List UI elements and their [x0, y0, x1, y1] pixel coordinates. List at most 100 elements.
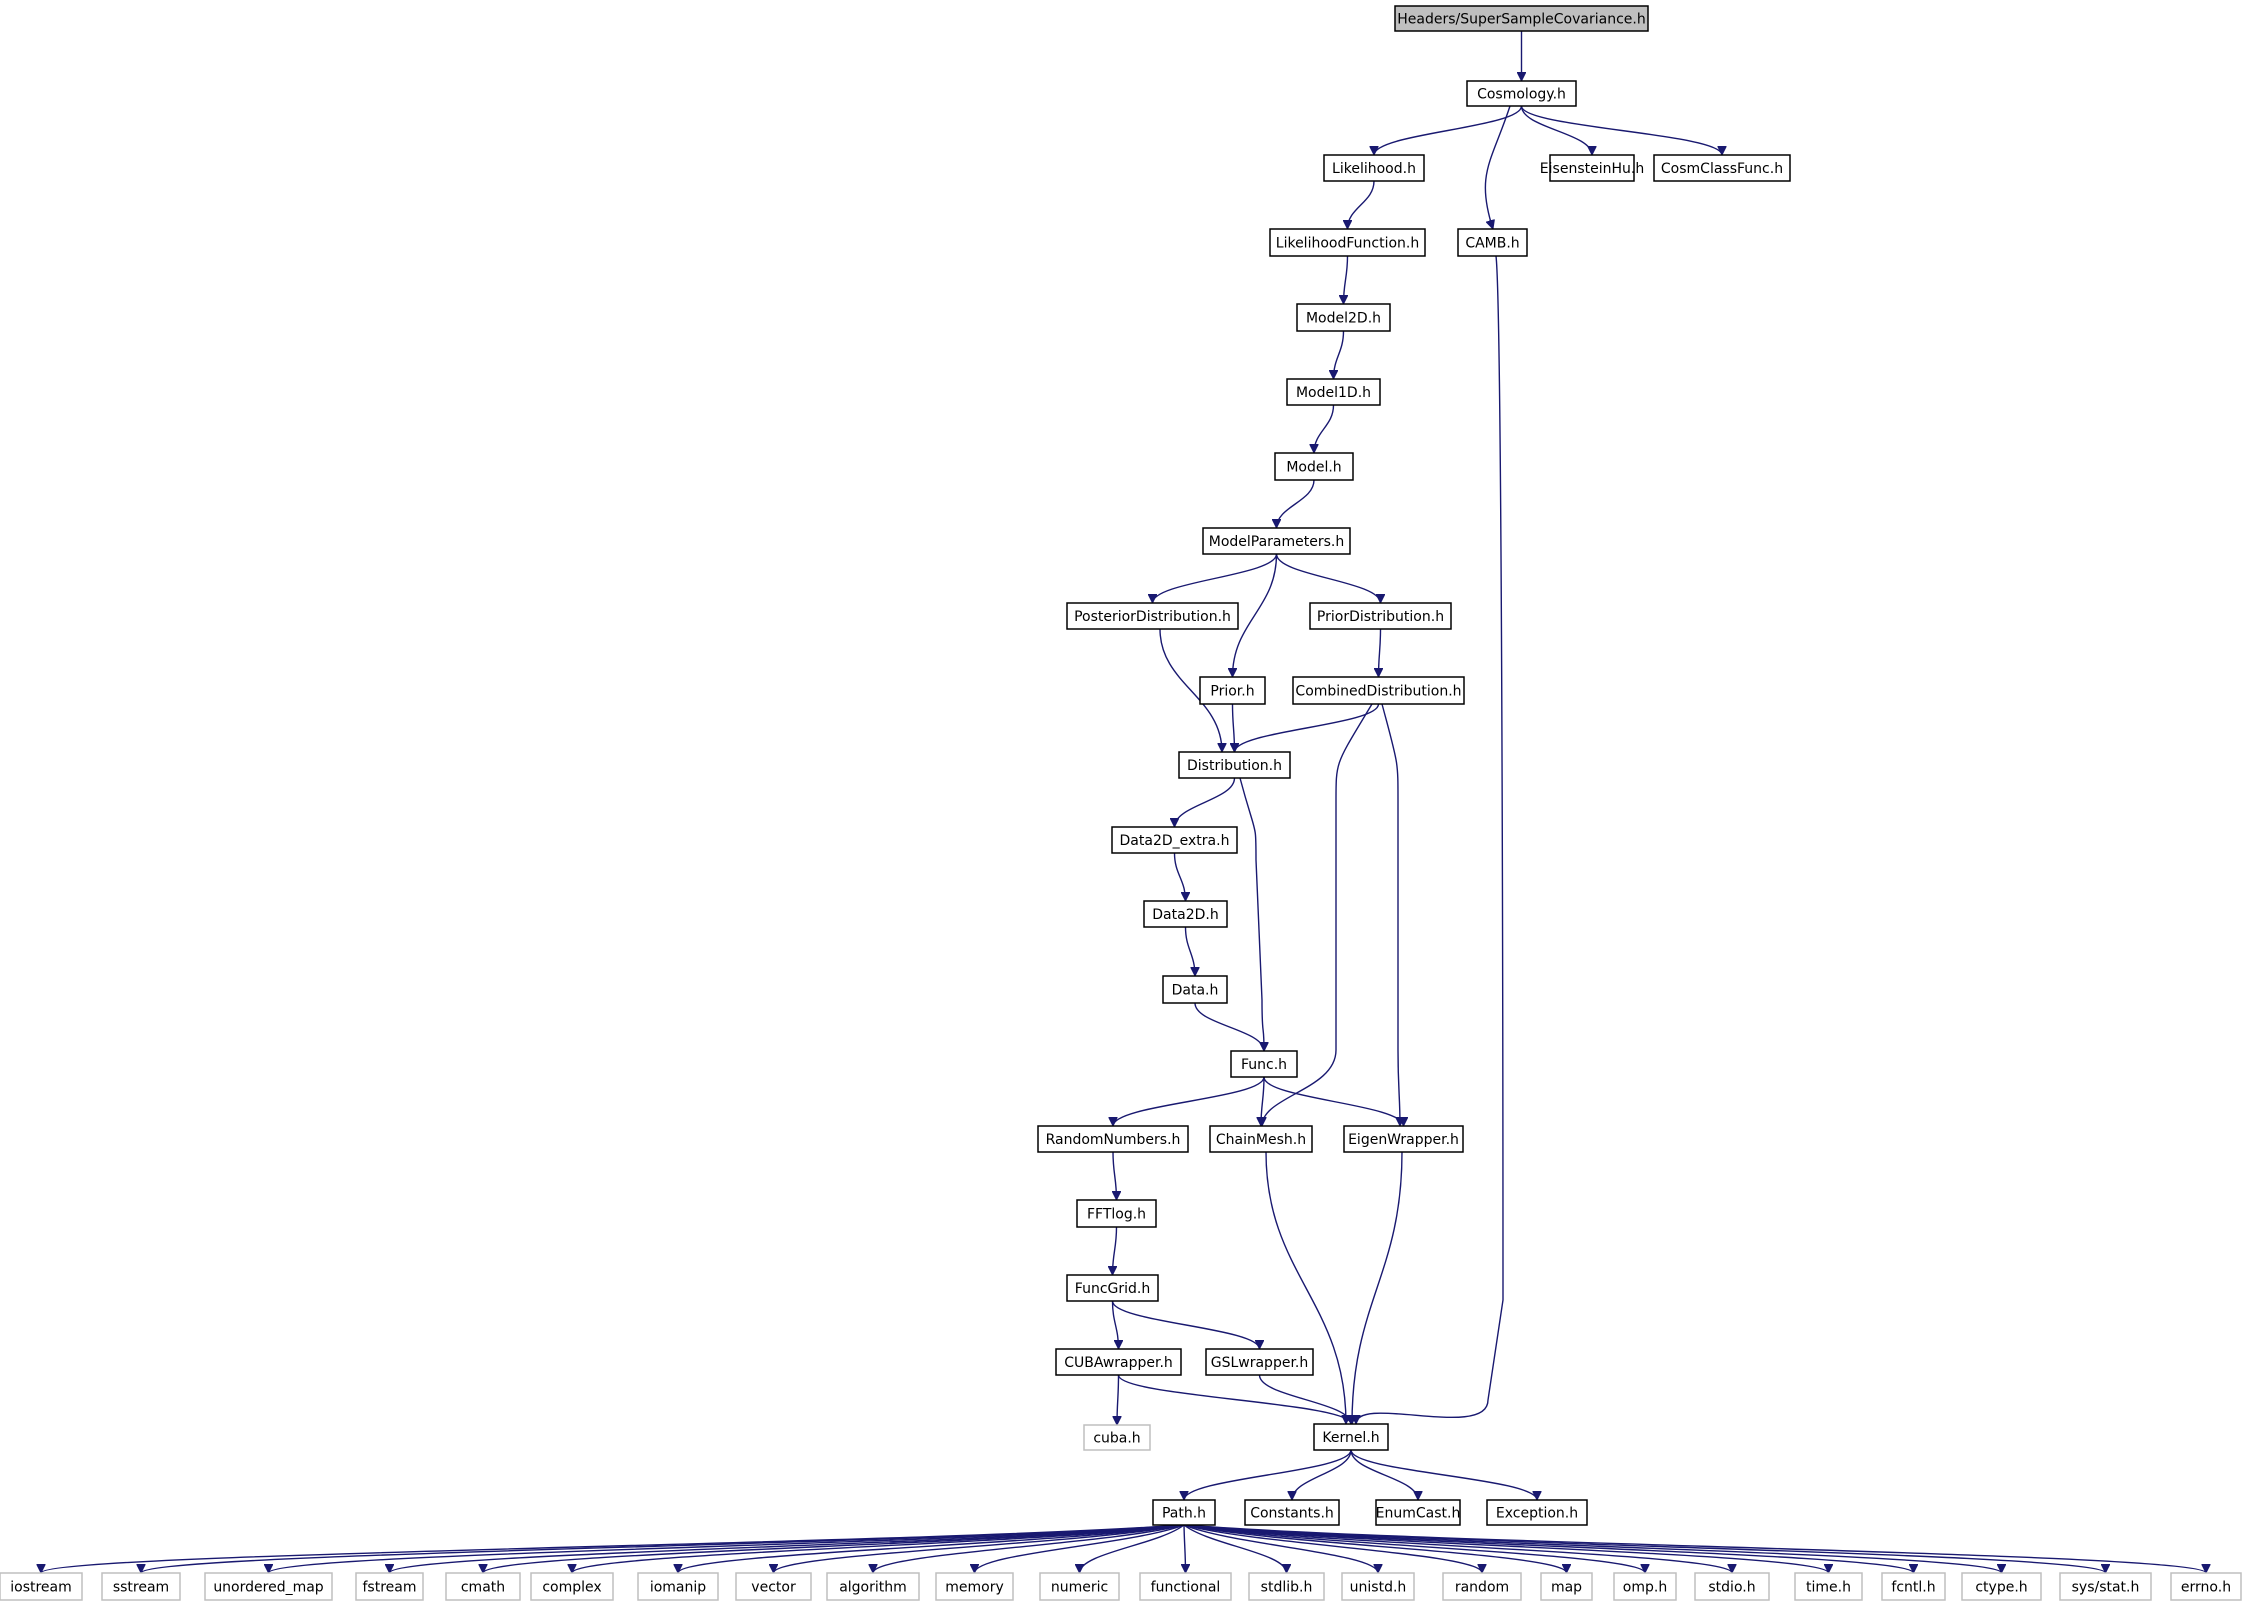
node-box [1152, 1499, 1216, 1526]
node-box [1076, 1199, 1157, 1228]
node-camb[interactable]: CAMB.h [1457, 228, 1528, 257]
node-label: Prior.h [1210, 684, 1254, 700]
node-stdio[interactable]: stdio.h [1694, 1572, 1770, 1601]
node-box [1794, 1572, 1863, 1601]
node-cubawrapper[interactable]: CUBAwrapper.h [1055, 1348, 1182, 1376]
node-likelihood[interactable]: Likelihood.h [1323, 154, 1425, 182]
node-functional[interactable]: functional [1139, 1572, 1232, 1601]
node-cmath[interactable]: cmath [445, 1572, 521, 1601]
node-constants[interactable]: Constants.h [1244, 1499, 1340, 1526]
node-label: FFTlog.h [1087, 1207, 1146, 1223]
node-root[interactable]: Headers/SuperSampleCovariance.h [1394, 5, 1649, 32]
node-iostream[interactable]: iostream [0, 1572, 83, 1601]
node-funcgrid[interactable]: FuncGrid.h [1066, 1274, 1159, 1302]
edge-funcgrid-to-cubawrapper [1111, 1300, 1119, 1349]
node-box [101, 1572, 181, 1601]
node-kernel[interactable]: Kernel.h [1313, 1423, 1389, 1451]
node-label: Path.h [1162, 1506, 1206, 1522]
edges-layer [41, 30, 2206, 1574]
node-box [1313, 1423, 1389, 1451]
node-box [1549, 154, 1635, 182]
node-label: random [1455, 1580, 1509, 1596]
node-distribution[interactable]: Distribution.h [1178, 751, 1291, 779]
node-gslwrapper[interactable]: GSLwrapper.h [1205, 1348, 1314, 1376]
node-label: sstream [113, 1580, 169, 1596]
node-label: CombinedDistribution.h [1295, 684, 1461, 700]
edge-modelparameters-to-posteriordistribution [1153, 553, 1278, 604]
node-map[interactable]: map [1540, 1572, 1593, 1601]
edge-eigenwrapper-to-kernel [1352, 1151, 1403, 1424]
node-fftlog[interactable]: FFTlog.h [1076, 1199, 1157, 1228]
node-stdlib[interactable]: stdlib.h [1248, 1572, 1325, 1601]
node-errno[interactable]: errno.h [2170, 1572, 2242, 1601]
node-unistd[interactable]: unistd.h [1341, 1572, 1415, 1601]
node-vector[interactable]: vector [735, 1572, 812, 1601]
edge-cubawrapper-to-kernel [1117, 1374, 1352, 1425]
node-path[interactable]: Path.h [1152, 1499, 1216, 1526]
node-priordistribution[interactable]: PriorDistribution.h [1309, 602, 1452, 630]
edge-likelihood-to-likelihoodfunction [1348, 180, 1375, 230]
node-prior[interactable]: Prior.h [1199, 676, 1266, 705]
node-box [1442, 1572, 1522, 1601]
node-sstream[interactable]: sstream [101, 1572, 181, 1601]
node-label: Func.h [1241, 1057, 1287, 1073]
node-data2d[interactable]: Data2D.h [1143, 900, 1228, 928]
node-label: fstream [363, 1580, 417, 1596]
node-fstream[interactable]: fstream [355, 1572, 424, 1601]
node-complex[interactable]: complex [530, 1572, 614, 1601]
node-eigenwrapper[interactable]: EigenWrapper.h [1343, 1125, 1464, 1153]
node-cosmology[interactable]: Cosmology.h [1466, 80, 1577, 107]
node-box [935, 1572, 1014, 1601]
edge-distribution-to-data2d_extra [1175, 777, 1236, 828]
edge-path-to-stdio [1183, 1524, 1732, 1574]
node-combineddistribution[interactable]: CombinedDistribution.h [1292, 676, 1465, 705]
node-func[interactable]: Func.h [1230, 1050, 1298, 1078]
node-box [637, 1572, 719, 1601]
node-label: Model1D.h [1296, 385, 1371, 401]
node-box [1540, 1572, 1593, 1601]
node-model2d[interactable]: Model2D.h [1296, 303, 1391, 332]
node-sysstat[interactable]: sys/stat.h [2059, 1572, 2152, 1601]
node-label: ctype.h [1975, 1580, 2027, 1596]
node-box [1486, 1499, 1588, 1526]
node-chainmesh[interactable]: ChainMesh.h [1209, 1125, 1313, 1153]
node-data2d_extra[interactable]: Data2D_extra.h [1111, 826, 1238, 854]
node-random[interactable]: random [1442, 1572, 1522, 1601]
node-randomnumbers[interactable]: RandomNumbers.h [1037, 1125, 1189, 1153]
edge-path-to-functional [1184, 1524, 1186, 1573]
node-time[interactable]: time.h [1794, 1572, 1863, 1601]
node-eisensteinhu[interactable]: EisensteinHu.h [1540, 154, 1644, 182]
node-algorithm[interactable]: algorithm [826, 1572, 920, 1601]
node-exception[interactable]: Exception.h [1486, 1499, 1588, 1526]
node-cuba[interactable]: cuba.h [1083, 1424, 1151, 1451]
edge-path-to-iostream [41, 1524, 1185, 1574]
node-box [1066, 602, 1239, 630]
node-box [0, 1572, 83, 1601]
node-model[interactable]: Model.h [1274, 452, 1354, 481]
node-label: Distribution.h [1187, 758, 1282, 774]
node-enumcast[interactable]: EnumCast.h [1375, 1499, 1461, 1526]
node-label: iomanip [650, 1580, 706, 1596]
edge-path-to-numeric [1080, 1524, 1185, 1574]
node-iomanip[interactable]: iomanip [637, 1572, 719, 1601]
edge-cosmology-to-cosmclassfunc [1520, 105, 1723, 156]
edge-data2d-to-data [1184, 926, 1196, 976]
node-modelparameters[interactable]: ModelParameters.h [1202, 527, 1351, 555]
node-memory[interactable]: memory [935, 1572, 1014, 1601]
node-box [1961, 1572, 2042, 1601]
node-data[interactable]: Data.h [1162, 975, 1228, 1004]
node-likelihoodfunction[interactable]: LikelihoodFunction.h [1269, 228, 1426, 257]
edge-funcgrid-to-gslwrapper [1111, 1300, 1260, 1350]
node-unordered_map[interactable]: unordered_map [204, 1572, 333, 1601]
node-ctype[interactable]: ctype.h [1961, 1572, 2042, 1601]
node-box [1323, 154, 1425, 182]
node-fcntl[interactable]: fcntl.h [1881, 1572, 1946, 1601]
node-posteriordistribution[interactable]: PosteriorDistribution.h [1066, 602, 1239, 630]
edge-chainmesh-to-kernel [1265, 1151, 1346, 1424]
node-omp[interactable]: omp.h [1613, 1572, 1677, 1601]
node-model1d[interactable]: Model1D.h [1286, 378, 1381, 406]
edge-posteriordistribution-to-distribution [1159, 628, 1222, 752]
node-numeric[interactable]: numeric [1039, 1572, 1120, 1601]
node-label: numeric [1051, 1580, 1108, 1596]
node-cosmclassfunc[interactable]: CosmClassFunc.h [1653, 154, 1791, 182]
